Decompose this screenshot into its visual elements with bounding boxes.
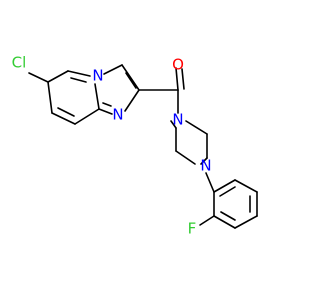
bond-n-imidazole-c8a [98,108,113,115]
bond-n-aryl-c-left-bottom [175,150,196,165]
bond-carbonyl-c-o [175,67,179,91]
bond-c3-c2-double [125,72,137,89]
bond-ar-c2-f [199,215,215,226]
aryl-nitrogen-label: N [200,157,211,175]
bond-c6-c5 [47,70,69,83]
bond-c8-c7-double [57,107,75,117]
imidazole-nitrogen-label: N [112,106,123,124]
bond-c7-c6 [47,81,53,114]
bond-n-bridge-c3 [103,64,123,75]
bond-ar-c3-c4 [234,215,258,229]
bond-ar-c6-c1 [213,179,236,193]
bond-c5-n-bridge [67,70,91,77]
chlorine-label: Cl [12,54,27,72]
amide-nitrogen-label: N [172,111,183,129]
bond-ar-double-3 [220,211,236,221]
bond-ar-double-1 [219,186,236,197]
bond-n-amide-c-right-top [185,120,208,135]
bond-n-aryl-c1-aryl [205,172,215,193]
bond-c2-n-imidazole [124,89,140,112]
bond-layer [28,64,258,229]
bond-c5-n-bridge-double [70,77,87,83]
bond-n-bridge-c8a [94,83,100,110]
atom-labels: Cl O N N N N F [12,54,212,238]
bond-n-imidazole-c8a-double [102,102,112,107]
bond-ar-c5-c6 [234,179,258,193]
bridgehead-nitrogen-label: N [92,67,103,85]
fluorine-label: F [188,220,197,238]
bond-carbonyl-c-o-double [181,68,185,90]
molecule-canvas: Cl O N N N N F [11,53,258,238]
bond-c6-cl [28,72,49,83]
molecule-structure: Cl O N N N N F [12,54,258,238]
bond-c8-c7 [51,112,76,125]
bond-c-right-bottom-n-aryl [200,157,208,165]
bond-c8a-c8 [74,108,100,125]
bond-c3-c2 [121,64,140,91]
bond-c-left-top-n-amide [170,120,177,129]
bond-ar-c2-c3 [213,215,236,229]
oxygen-label: O [172,56,184,74]
